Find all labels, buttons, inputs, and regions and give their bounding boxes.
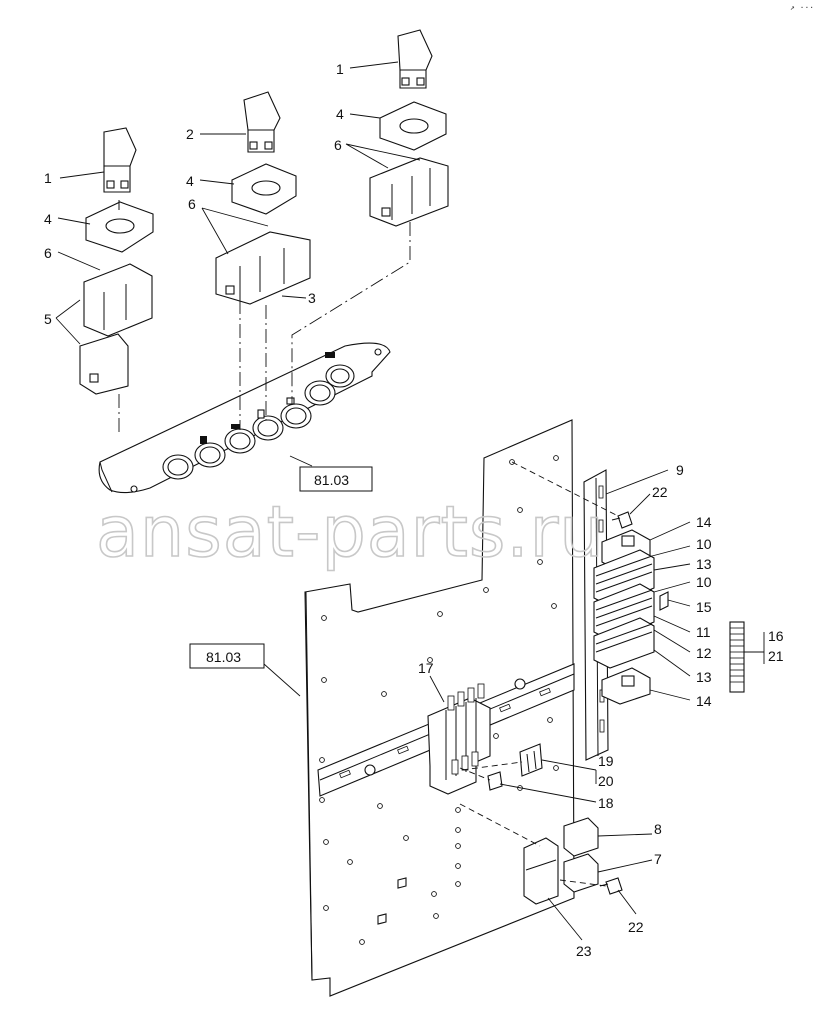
panel-symbol-icons [200,352,335,444]
reference-box-left-text: 81.03 [206,649,241,665]
callout-15: 15 [696,599,712,615]
callout-4-left: 4 [44,211,52,227]
watermark-text: ansat-parts.ru [96,491,605,573]
callout-11: 11 [696,624,711,640]
callout-8: 8 [654,821,662,837]
relay-upper [563,817,599,857]
relay-lower [563,853,599,893]
control-console-panel [98,342,391,494]
switch-assembly-right [369,29,449,227]
callout-19: 19 [598,753,614,769]
callout-18: 18 [598,795,614,811]
callout-1-right: 1 [336,61,344,77]
corner-mark: ↗ ··· [790,3,814,12]
callout-2: 2 [186,126,194,142]
switch-assembly-center [215,91,311,305]
fuse-mini [487,771,503,791]
marker-strip [729,621,745,693]
callout-17: 17 [418,660,434,676]
callout-7: 7 [654,851,662,867]
callout-6-center: 6 [188,196,196,212]
callout-14-lower: 14 [696,693,712,709]
switch-assembly-left [79,127,154,395]
callout-22-upper: 22 [652,484,668,500]
callout-10-lower: 10 [696,574,712,590]
callout-6-left: 6 [44,245,52,261]
callout-4-right: 4 [336,106,344,122]
callout-22-lower: 22 [628,919,644,935]
callout-1-left: 1 [44,170,52,186]
callout-10-upper: 10 [696,536,712,552]
callout-13-upper: 13 [696,556,712,572]
plate-studs [377,877,407,925]
callout-labels: 1 2 1 4 4 4 6 6 6 5 3 9 22 14 10 13 10 1… [44,61,784,959]
callout-3: 3 [308,290,316,306]
relay-base [523,837,559,905]
fuse-blade [519,743,543,777]
assembly-guide-lines [459,461,619,887]
callout-16: 16 [768,628,784,644]
callout-4-center: 4 [186,173,194,189]
callout-5: 5 [44,311,52,327]
callout-20: 20 [598,773,614,789]
fuse-holder-block [427,683,491,795]
callout-6-right: 6 [334,137,342,153]
callout-13-lower: 13 [696,669,712,685]
callout-12: 12 [696,645,712,661]
reference-box-upper[interactable]: 81.03 [299,466,373,492]
reference-box-upper-text: 81.03 [314,472,349,488]
terminal-block-stack [593,529,669,705]
callout-21: 21 [768,648,784,664]
leader-lines [55,61,765,941]
screw-upper [611,511,633,529]
callout-23: 23 [576,943,592,959]
callout-9: 9 [676,462,684,478]
callout-14-upper: 14 [696,514,712,530]
assembly-axis-lines [118,222,411,432]
panel-aperture-row [162,364,355,480]
reference-box-left[interactable]: 81.03 [189,643,265,669]
